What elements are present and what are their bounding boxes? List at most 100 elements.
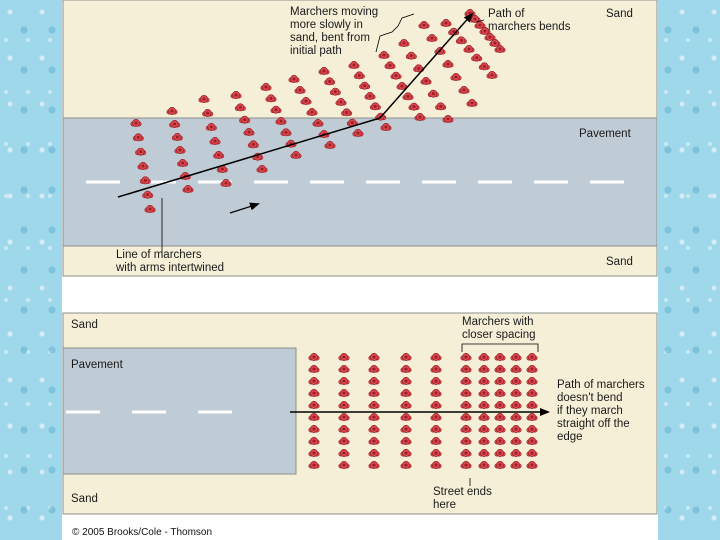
top-sand-upper — [63, 0, 657, 118]
marcher — [442, 60, 454, 68]
marcher — [209, 137, 221, 145]
marcher — [166, 107, 178, 115]
label-top-pavement: Pavement — [579, 128, 631, 140]
marcher — [435, 102, 447, 111]
marcher — [460, 461, 472, 469]
label-closer-spacing: Marchers with closer spacing — [462, 316, 536, 342]
label-nobend-line1: Path of marchers — [557, 379, 645, 391]
marcher — [478, 401, 490, 409]
marcher — [510, 425, 522, 433]
marcher — [489, 39, 501, 47]
marcher — [174, 146, 186, 154]
marcher — [308, 449, 320, 457]
marcher — [400, 377, 412, 385]
marcher — [430, 365, 442, 373]
marcher — [308, 401, 320, 409]
label-path-bends-line1: Path of — [488, 8, 525, 20]
marcher — [338, 437, 350, 445]
marcher — [352, 129, 364, 137]
marcher — [440, 19, 452, 27]
marcher — [288, 75, 300, 83]
marcher — [494, 365, 506, 373]
marcher — [202, 109, 214, 117]
marcher — [338, 377, 350, 385]
marcher — [290, 151, 302, 159]
marcher — [308, 365, 320, 373]
marcher — [510, 365, 522, 373]
marcher — [430, 377, 442, 385]
label-nobend-line2: doesn't bend — [557, 392, 623, 404]
marcher — [427, 89, 439, 98]
label-bottom-sand-lower: Sand — [71, 493, 98, 505]
marcher — [460, 377, 472, 385]
label-top-sand-upper: Sand — [606, 8, 633, 20]
marcher — [466, 99, 478, 107]
marcher — [294, 86, 306, 94]
marcher — [526, 425, 538, 433]
marcher — [430, 437, 442, 445]
marcher — [478, 389, 490, 397]
marcher — [368, 377, 380, 385]
marcher — [359, 81, 371, 90]
marcher — [494, 437, 506, 445]
marcher — [300, 97, 312, 105]
marcher — [270, 105, 282, 114]
marcher — [510, 377, 522, 385]
marcher — [526, 413, 538, 421]
marcher — [213, 151, 225, 159]
marcher — [369, 102, 381, 111]
marcher — [478, 377, 490, 385]
bottom-path-arrows — [290, 343, 550, 486]
marcher — [426, 34, 438, 42]
marcher — [494, 461, 506, 469]
marcher — [260, 83, 272, 91]
marcher — [478, 437, 490, 445]
label-bottom-sand-upper: Sand — [71, 319, 98, 331]
label-nobend-line4: straight off the — [557, 418, 630, 430]
marcher — [338, 449, 350, 457]
marcher — [526, 365, 538, 373]
marcher — [368, 413, 380, 421]
label-nobend-line3: if they march — [557, 405, 623, 417]
marcher — [460, 353, 472, 361]
marcher — [478, 365, 490, 373]
marcher — [526, 389, 538, 397]
marcher — [348, 61, 360, 69]
marcher — [494, 353, 506, 361]
marcher — [478, 425, 490, 433]
marcher — [256, 165, 268, 173]
marcher — [510, 437, 522, 445]
marcher — [405, 51, 417, 60]
marcher — [132, 133, 144, 142]
marcher — [239, 115, 251, 124]
marcher — [177, 159, 189, 167]
marcher — [169, 120, 181, 128]
marcher — [137, 162, 149, 170]
marcher — [338, 461, 350, 469]
marcher — [494, 377, 506, 385]
marcher — [220, 179, 232, 187]
marcher — [338, 353, 350, 361]
copyright-text: © 2005 Brooks/Cole - Thomson — [72, 527, 213, 538]
marcher — [144, 205, 156, 213]
marcher — [338, 389, 350, 397]
marcher — [450, 73, 462, 81]
label-bottom-pavement: Pavement — [71, 359, 123, 371]
marcher — [430, 449, 442, 457]
marcher — [234, 103, 246, 112]
label-line-line1: Line of marchers — [116, 249, 202, 261]
marcher — [400, 449, 412, 457]
marcher — [414, 113, 426, 121]
marcher — [400, 425, 412, 433]
marcher — [486, 71, 498, 79]
label-line-line2: with arms intertwined — [116, 262, 225, 274]
marcher — [378, 51, 390, 59]
label-closer-line1: Marchers with — [462, 316, 534, 328]
marcher — [400, 365, 412, 373]
marcher — [494, 425, 506, 433]
marcher — [368, 449, 380, 457]
bottom-panel-frame — [62, 312, 658, 515]
marcher — [526, 401, 538, 409]
label-marchers-sand-line1: Marchers moving — [290, 6, 379, 18]
marcher — [526, 377, 538, 385]
